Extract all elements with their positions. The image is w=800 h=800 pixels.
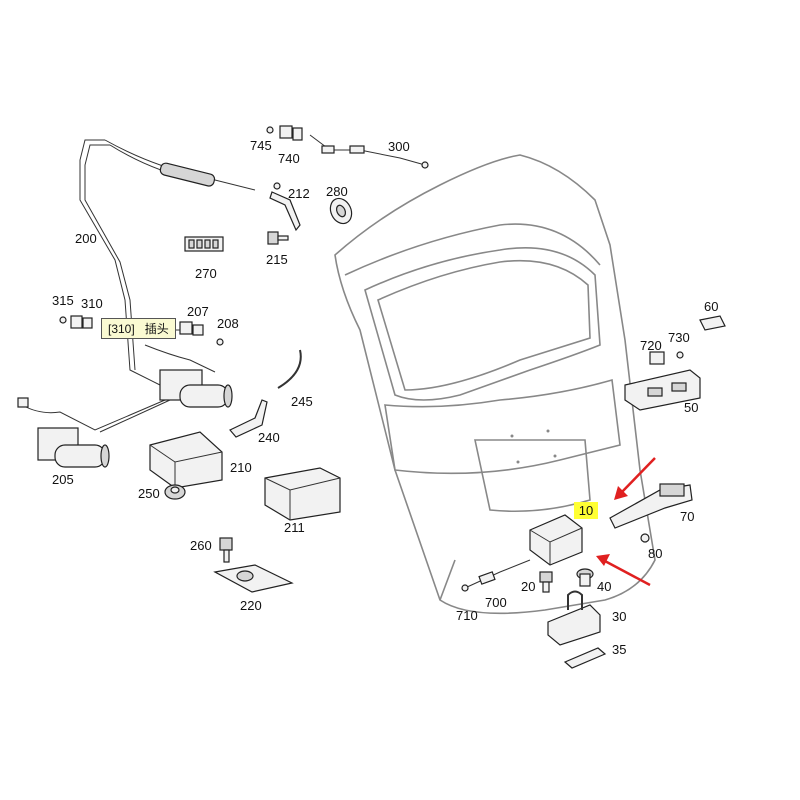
red-arrow-upper [614, 457, 656, 500]
label-212: 212 [288, 186, 310, 201]
tooltip-ref: [310] [108, 322, 135, 336]
part-gas-strut [159, 162, 216, 187]
label-700: 700 [485, 595, 507, 610]
part-212-bracket [269, 182, 301, 232]
label-60: 60 [704, 299, 718, 314]
part-60-clip [699, 315, 726, 331]
label-240: 240 [258, 430, 280, 445]
label-260: 260 [190, 538, 212, 553]
label-30: 30 [612, 609, 626, 624]
label-35: 35 [612, 642, 626, 657]
highlight-label-text: 10 [578, 503, 594, 518]
part-220-plate [213, 564, 294, 593]
label-40: 40 [597, 579, 611, 594]
part-40-grommet [576, 568, 594, 587]
label-70: 70 [680, 509, 694, 524]
label-720: 720 [640, 338, 662, 353]
label-710: 710 [456, 608, 478, 623]
part-50-handle [624, 369, 701, 411]
part-211-cover [264, 467, 341, 521]
label-210: 210 [230, 460, 252, 475]
part-center-motor [144, 344, 233, 408]
part-700-710-cable [461, 559, 531, 592]
cable-200 [79, 139, 256, 386]
label-250: 250 [138, 486, 160, 501]
part-260-screw [219, 537, 233, 563]
label-211: 211 [284, 520, 305, 535]
part-315-310-207-208 [59, 315, 224, 346]
highlight-label-10[interactable]: 10 [574, 502, 598, 519]
label-245: 245 [291, 394, 313, 409]
part-250-bushing [164, 484, 186, 500]
part-270-connector [184, 236, 224, 252]
tailgate-outline [334, 154, 656, 615]
label-730: 730 [668, 330, 690, 345]
part-720-730 [649, 351, 684, 365]
red-arrow-lower [596, 554, 651, 587]
label-300: 300 [388, 139, 410, 154]
part-20-screw [539, 571, 553, 593]
tooltip-text: 插头 [144, 322, 169, 336]
label-270: 270 [195, 266, 217, 281]
label-315: 315 [52, 293, 74, 308]
red-arrows [596, 457, 656, 587]
tooltip-310: [310] 插头 [101, 318, 176, 339]
part-205-motor [17, 397, 166, 468]
part-30-striker [547, 590, 601, 646]
label-745: 745 [250, 138, 272, 153]
label-208: 208 [217, 316, 239, 331]
label-740: 740 [278, 151, 300, 166]
label-215: 215 [266, 252, 288, 267]
part-280-grommet [329, 197, 353, 225]
part-80-pin [640, 533, 650, 543]
label-205: 205 [52, 472, 74, 487]
part-210-control-unit [149, 431, 223, 489]
label-50: 50 [684, 400, 698, 415]
label-80: 80 [648, 546, 662, 561]
label-200: 200 [75, 231, 97, 246]
part-245-wire [277, 349, 302, 389]
part-70-bracket [609, 483, 693, 529]
part-35-plate [563, 647, 607, 669]
label-280: 280 [326, 184, 348, 199]
part-240-bracket [229, 399, 268, 438]
label-220: 220 [240, 598, 262, 613]
label-20: 20 [521, 579, 535, 594]
part-215-screw [267, 231, 289, 245]
label-207: 207 [187, 304, 209, 319]
label-310: 310 [81, 296, 103, 311]
part-labels: 745 740 300 212 280 200 270 215 315 310 … [52, 138, 718, 657]
part-745-740 [266, 125, 303, 141]
part-10-lock-actuator [529, 514, 583, 566]
part-300-rod [309, 134, 429, 169]
